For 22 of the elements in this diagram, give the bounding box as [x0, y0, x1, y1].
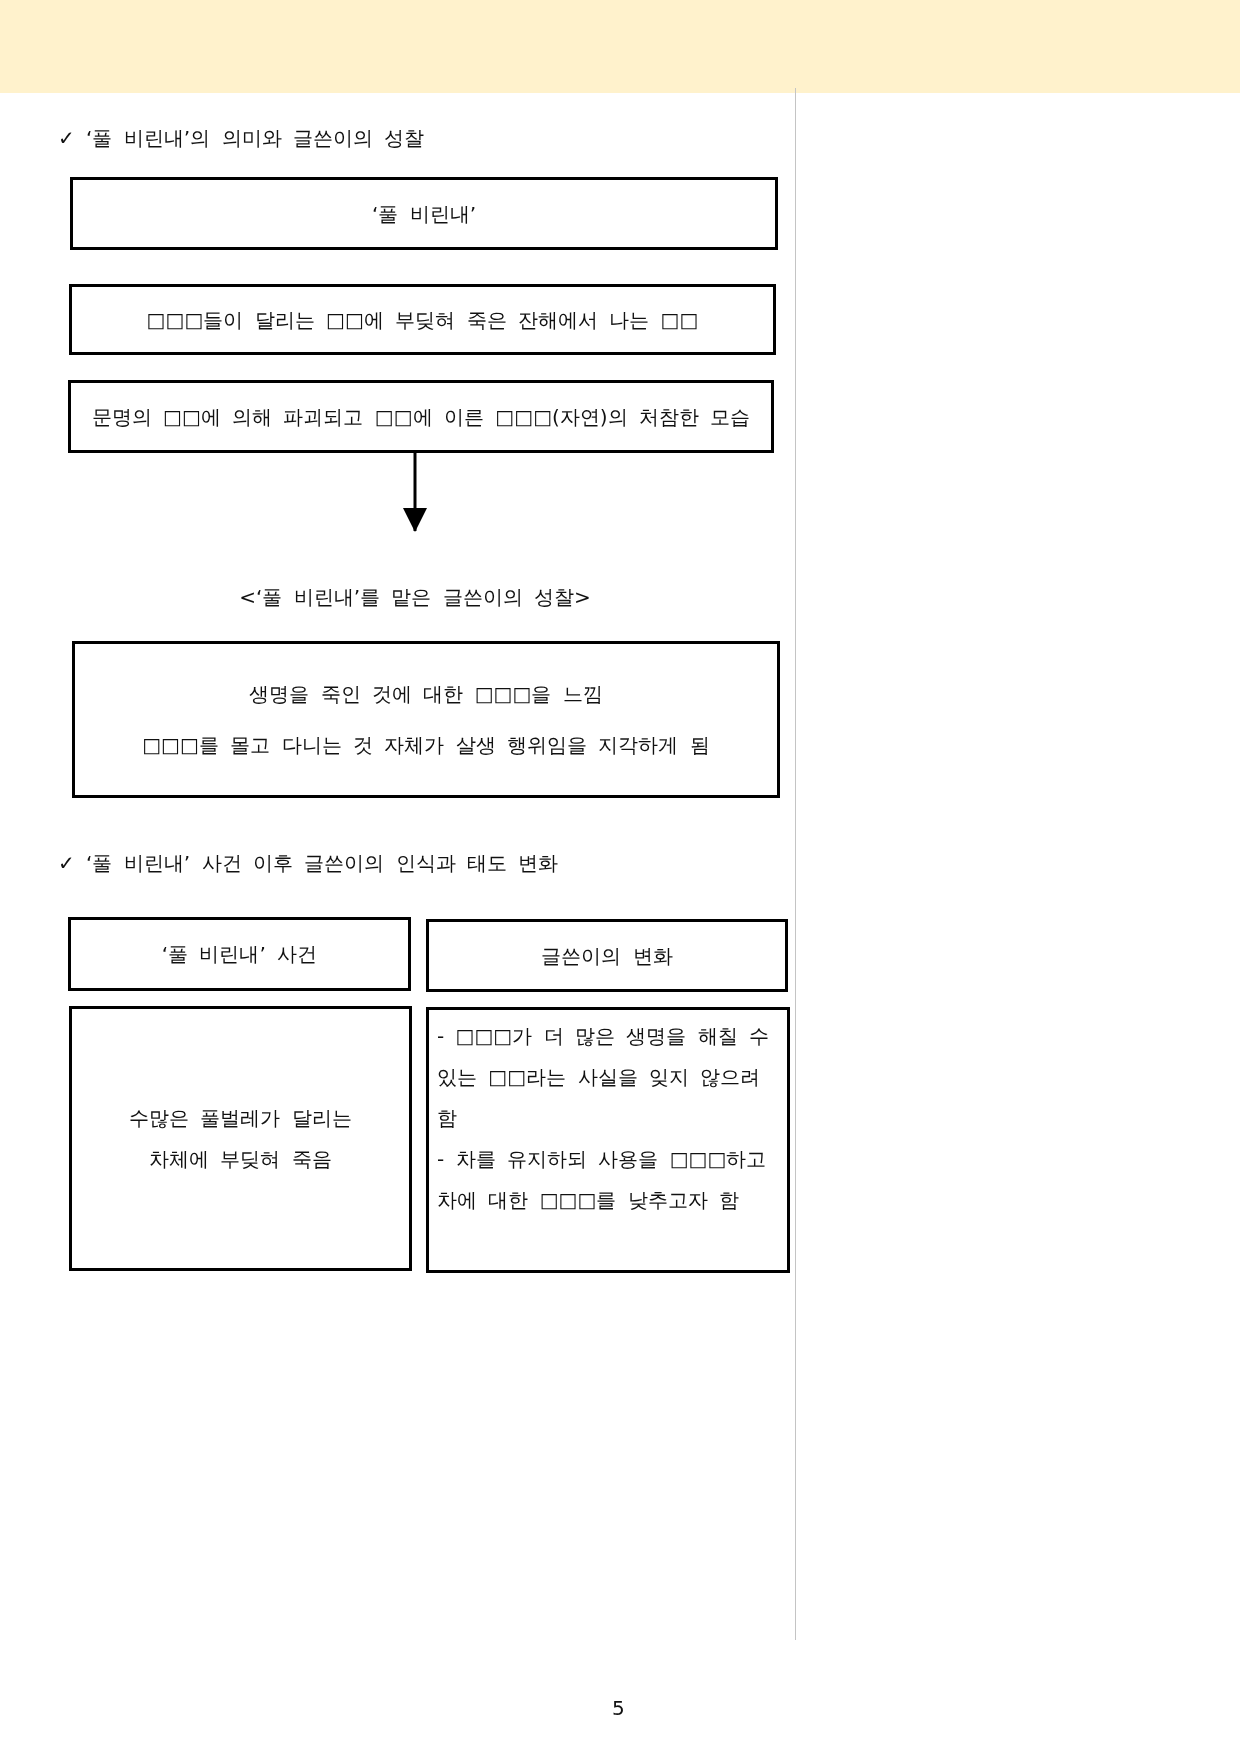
- section-heading: ✓ ‘풀 비린내’ 사건 이후 글쓴이의 인식과 태도 변화: [58, 850, 559, 876]
- title-text: ‘풀 비린내’: [371, 200, 477, 227]
- body-text: - 차를 유지하되 사용을 □□□하고 차에 대한 □□□를 낮추고자 함: [437, 1146, 768, 1214]
- content-box: [70, 177, 778, 250]
- body-text: 문명의 □□에 의해 파괴되고 □□에 이른 □□□(자연)의 처참한 모습: [91, 403, 751, 430]
- content-box: [69, 1006, 412, 1271]
- body-text: 생명을 죽인 것에 대한 □□□을 느낌: [249, 681, 603, 707]
- body-text: □□□를 몰고 다니는 것 자체가 살생 행위임을 지각하게 됨: [142, 732, 710, 758]
- page-number: 5: [612, 1695, 625, 1721]
- title-text: ‘풀 비린내’ 사건: [161, 941, 318, 967]
- title-text: 글쓴이의 변화: [541, 942, 673, 969]
- body-text: - □□□가 더 많은 생명을 해칠 수 있는 □□라는 사실을 잊지 않으려 함: [437, 1023, 771, 1132]
- content-box: [426, 1007, 790, 1273]
- section-heading: ✓ ‘풀 비린내’의 의미와 글쓴이의 성찰: [58, 125, 425, 151]
- body-text: 수많은 풀벌레가 달리는 차체에 부딪혀 죽음: [128, 1104, 353, 1173]
- body-text: □□□들이 달리는 □□에 부딪혀 죽은 잔해에서 나는 □□: [146, 306, 699, 333]
- arrow: [403, 453, 427, 532]
- content-box: [69, 284, 776, 355]
- content-box: [68, 380, 774, 453]
- content-box: [426, 919, 788, 992]
- caption-text: <‘풀 비린내’를 맡은 글쓴이의 성찰>: [239, 584, 591, 610]
- content-box: [68, 917, 411, 991]
